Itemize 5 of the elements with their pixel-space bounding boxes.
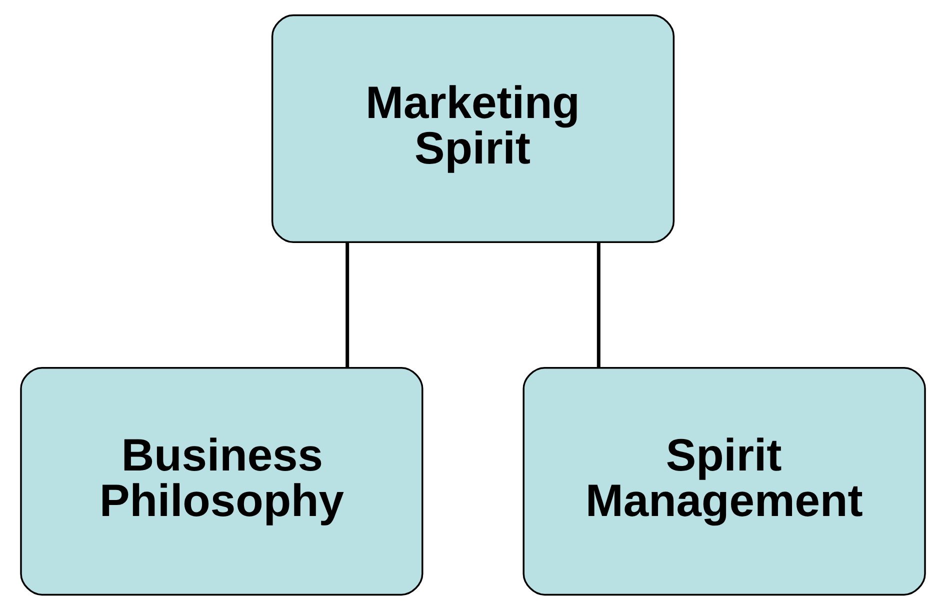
node-box: Marketing Spirit: [270, 14, 674, 244]
connector: [596, 242, 600, 368]
node-box: Business Philosophy: [20, 366, 423, 596]
node-box: Spirit Management: [522, 366, 926, 596]
connector: [345, 242, 349, 368]
